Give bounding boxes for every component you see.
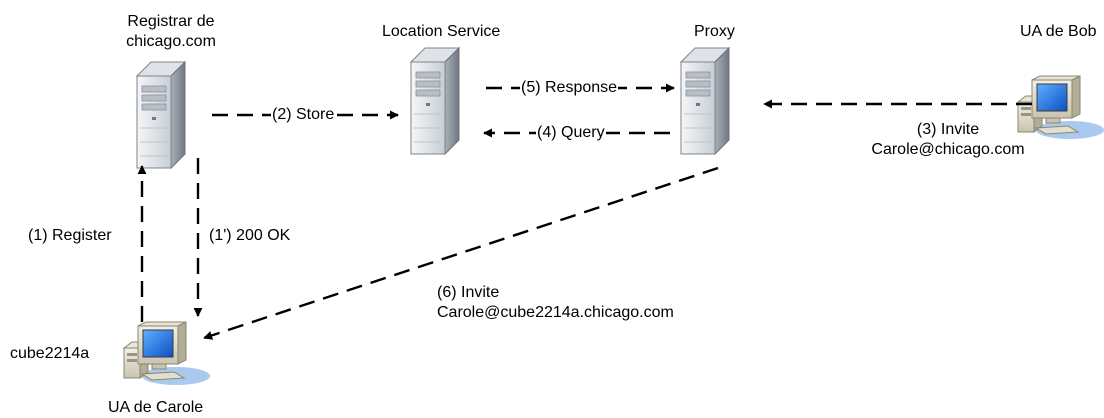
carole-host-label: cube2214a <box>10 345 90 362</box>
invite-6-message-label: (6) Invite Carole@cube2214a.chicago.com <box>437 283 674 323</box>
proxy-server-icon <box>680 47 730 155</box>
invite-3-message-label: (3) Invite Carole@chicago.com <box>848 120 1048 160</box>
register-message-label: (1) Register <box>28 227 112 244</box>
proxy-label: Proxy <box>694 23 735 40</box>
location-service-server-icon <box>410 47 460 155</box>
ua-carole-label: UA de Carole <box>108 399 204 416</box>
arrow-invite-6 <box>203 166 719 340</box>
invite-3-line2: Carole@chicago.com <box>871 141 1025 158</box>
ua-bob-label: UA de Bob <box>1020 23 1097 40</box>
invite-6-line1: (6) Invite <box>437 284 500 301</box>
response-message-label: (5) Response <box>520 78 619 98</box>
registrar-label: Registrar de chicago.com <box>98 12 244 52</box>
registrar-label-line2: chicago.com <box>126 33 216 50</box>
invite-3-line1: (3) Invite <box>916 121 980 138</box>
store-message-label: (2) Store <box>271 105 336 125</box>
query-message-label: (4) Query <box>536 123 606 143</box>
registrar-server-icon <box>136 61 186 169</box>
ok-message-label: (1') 200 OK <box>209 227 291 244</box>
location-service-label: Location Service <box>382 23 501 40</box>
ua-carole-computer-icon <box>123 321 211 386</box>
invite-6-line2: Carole@cube2214a.chicago.com <box>437 304 674 321</box>
registrar-label-line1: Registrar de <box>127 13 215 30</box>
